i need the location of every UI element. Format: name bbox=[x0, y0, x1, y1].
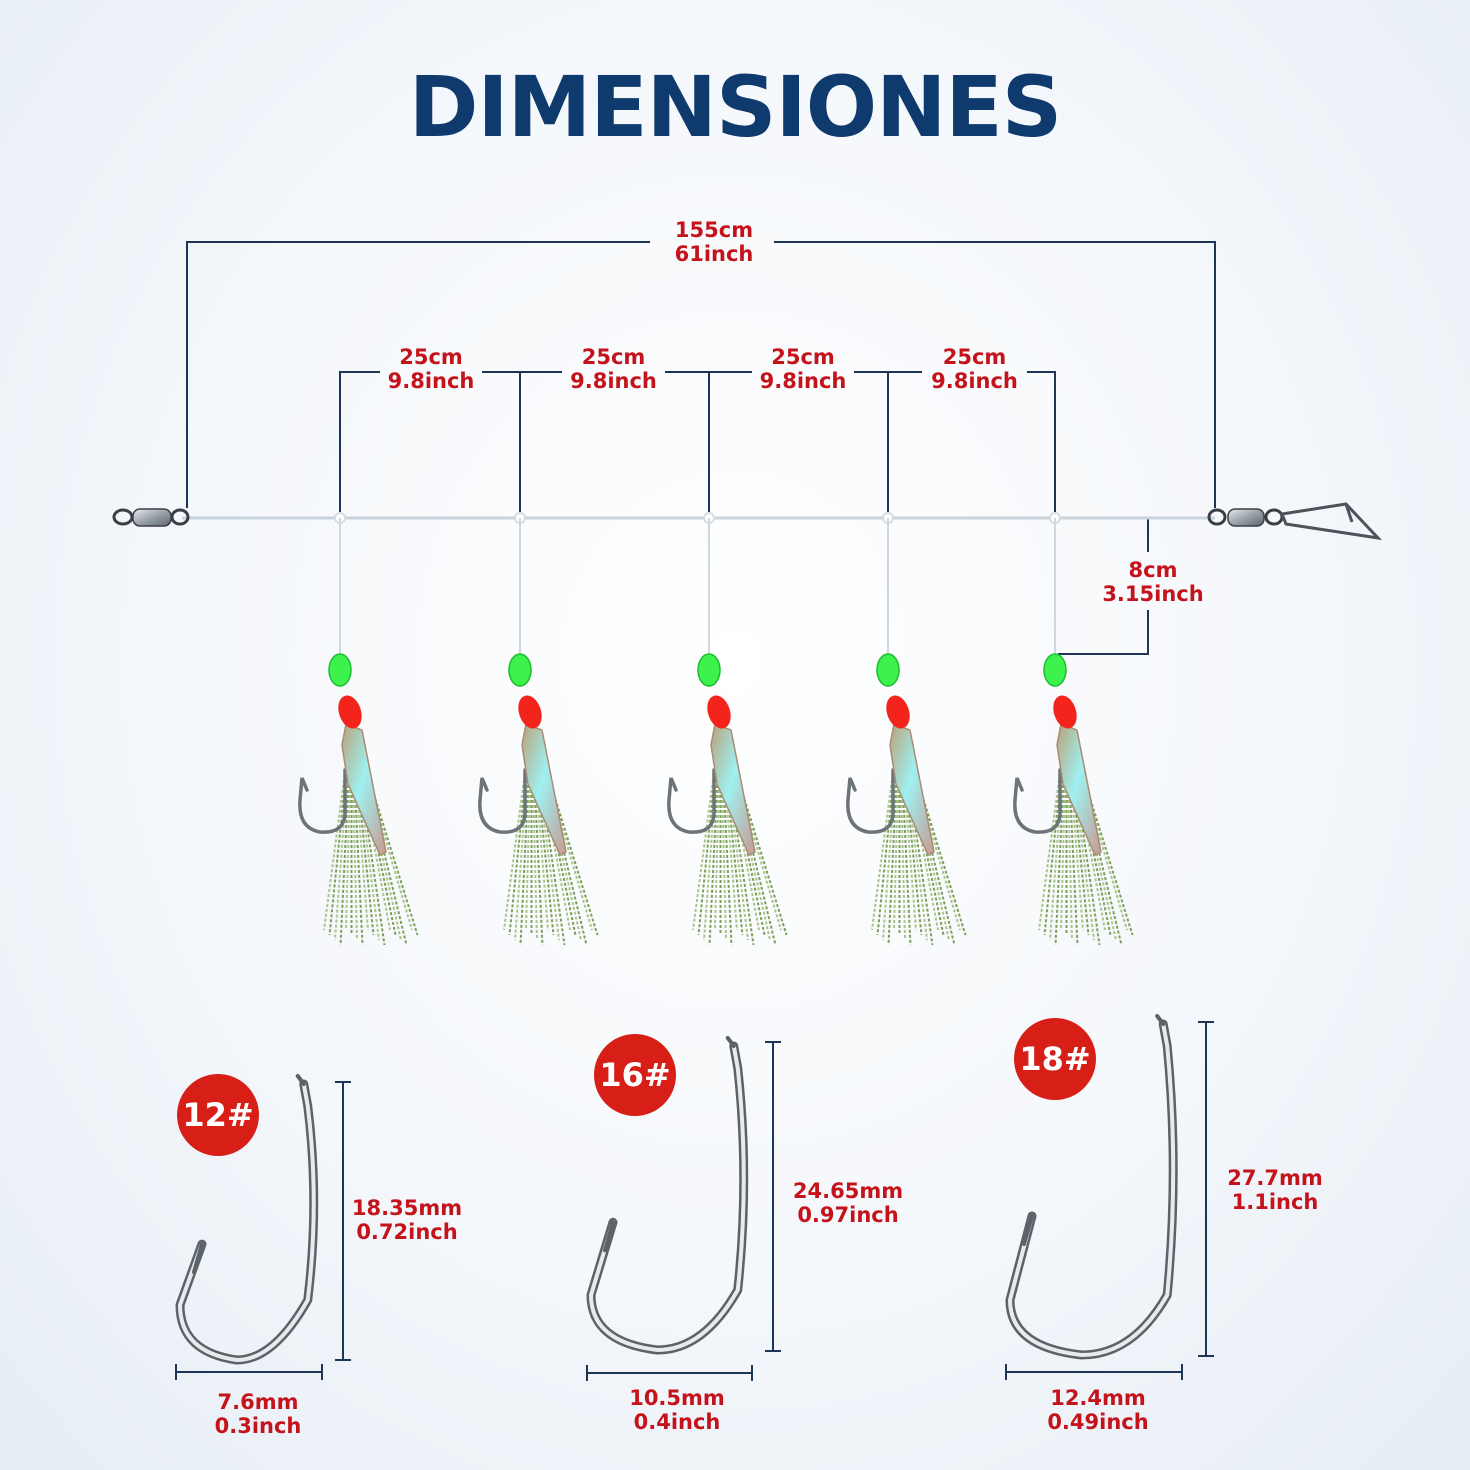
sabiki-lure-icon bbox=[846, 512, 967, 946]
hook-size-badge-12: 12# bbox=[177, 1074, 259, 1156]
droppers bbox=[298, 512, 1134, 946]
hook-dimension-lines bbox=[586, 1041, 781, 1381]
sabiki-lure-icon bbox=[478, 512, 599, 946]
hook-dimension-lines bbox=[1005, 1021, 1214, 1380]
sabiki-lure-icon bbox=[1013, 512, 1134, 946]
hook-size-badge-18: 18# bbox=[1014, 1018, 1096, 1100]
spacing-brackets bbox=[339, 371, 1056, 512]
total-length-bracket bbox=[186, 241, 1216, 508]
hook-size-badge-16: 16# bbox=[594, 1034, 676, 1116]
sabiki-lure-icon bbox=[667, 512, 788, 946]
dropper-bracket bbox=[1058, 518, 1149, 655]
hook-18-icon bbox=[1005, 1014, 1178, 1360]
right-snap-swivel-icon bbox=[1207, 502, 1383, 541]
sabiki-lure-icon bbox=[298, 512, 419, 946]
hook-dimension-lines bbox=[175, 1081, 351, 1380]
left-swivel-icon bbox=[112, 508, 190, 527]
hook-12-icon bbox=[175, 1074, 319, 1365]
page-title: DIMENSIONES bbox=[408, 58, 1063, 156]
hook-illustrations bbox=[175, 1014, 1214, 1381]
hook-16-icon bbox=[586, 1036, 749, 1355]
